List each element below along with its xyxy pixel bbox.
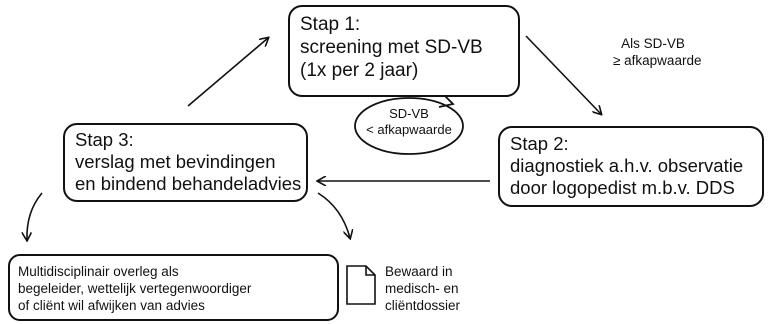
arrow-step3-to-overleg bbox=[27, 192, 43, 240]
bewaard-label: Bewaard in medisch- en cliëntdossier bbox=[385, 263, 460, 314]
step1-title: Stap 1: bbox=[300, 14, 361, 35]
step1-text-line: (1x per 2 jaar) bbox=[300, 60, 419, 81]
arrow-step3-to-bewaard bbox=[317, 192, 350, 238]
condition-high-label: Als SD-VB ≥ afkapwaarde bbox=[613, 35, 702, 69]
condition-loop-line: SD-VB bbox=[389, 106, 429, 121]
condition-high-line: ≥ afkapwaarde bbox=[613, 53, 702, 68]
loop-ellipse bbox=[354, 97, 464, 155]
step3-box: Stap 3: verslag met bevindingen en binde… bbox=[63, 123, 308, 202]
condition-high-line: Als SD-VB bbox=[621, 36, 685, 51]
condition-loop-line: < afkapwaarde bbox=[366, 122, 452, 137]
overleg-text-line: of cliënt wil afwijken van advies bbox=[18, 298, 205, 313]
step3-text-line: en bindend behandeladvies bbox=[75, 173, 302, 194]
bewaard-line: Bewaard in bbox=[385, 264, 453, 279]
arrow-step1-to-step2 bbox=[525, 35, 601, 114]
step1-text-line: screening met SD-VB bbox=[300, 37, 483, 58]
bewaard-line: medisch- en bbox=[385, 281, 459, 296]
step2-text-line: diagnostiek a.h.v. observatie bbox=[510, 155, 744, 176]
step2-text-line: door logopedist m.b.v. DDS bbox=[510, 177, 735, 198]
overleg-text-line: Multidisciplinair overleg als bbox=[18, 264, 179, 279]
condition-loop-label: SD-VB < afkapwaarde bbox=[353, 106, 465, 138]
step3-text-line: verslag met bevindingen bbox=[75, 151, 276, 172]
step2-title: Stap 2: bbox=[510, 133, 569, 154]
step3-title: Stap 3: bbox=[75, 129, 134, 150]
document-icon bbox=[346, 265, 376, 305]
arrow-step3-to-step1 bbox=[187, 38, 268, 107]
bewaard-line: cliëntdossier bbox=[385, 298, 461, 313]
overleg-box: Multidisciplinair overleg als begeleider… bbox=[8, 254, 339, 321]
step1-box: Stap 1: screening met SD-VB (1x per 2 ja… bbox=[288, 5, 520, 97]
step2-box: Stap 2: diagnostiek a.h.v. observatie do… bbox=[498, 126, 764, 207]
overleg-text-line: begeleider, wettelijk vertegenwoordiger bbox=[18, 281, 252, 296]
